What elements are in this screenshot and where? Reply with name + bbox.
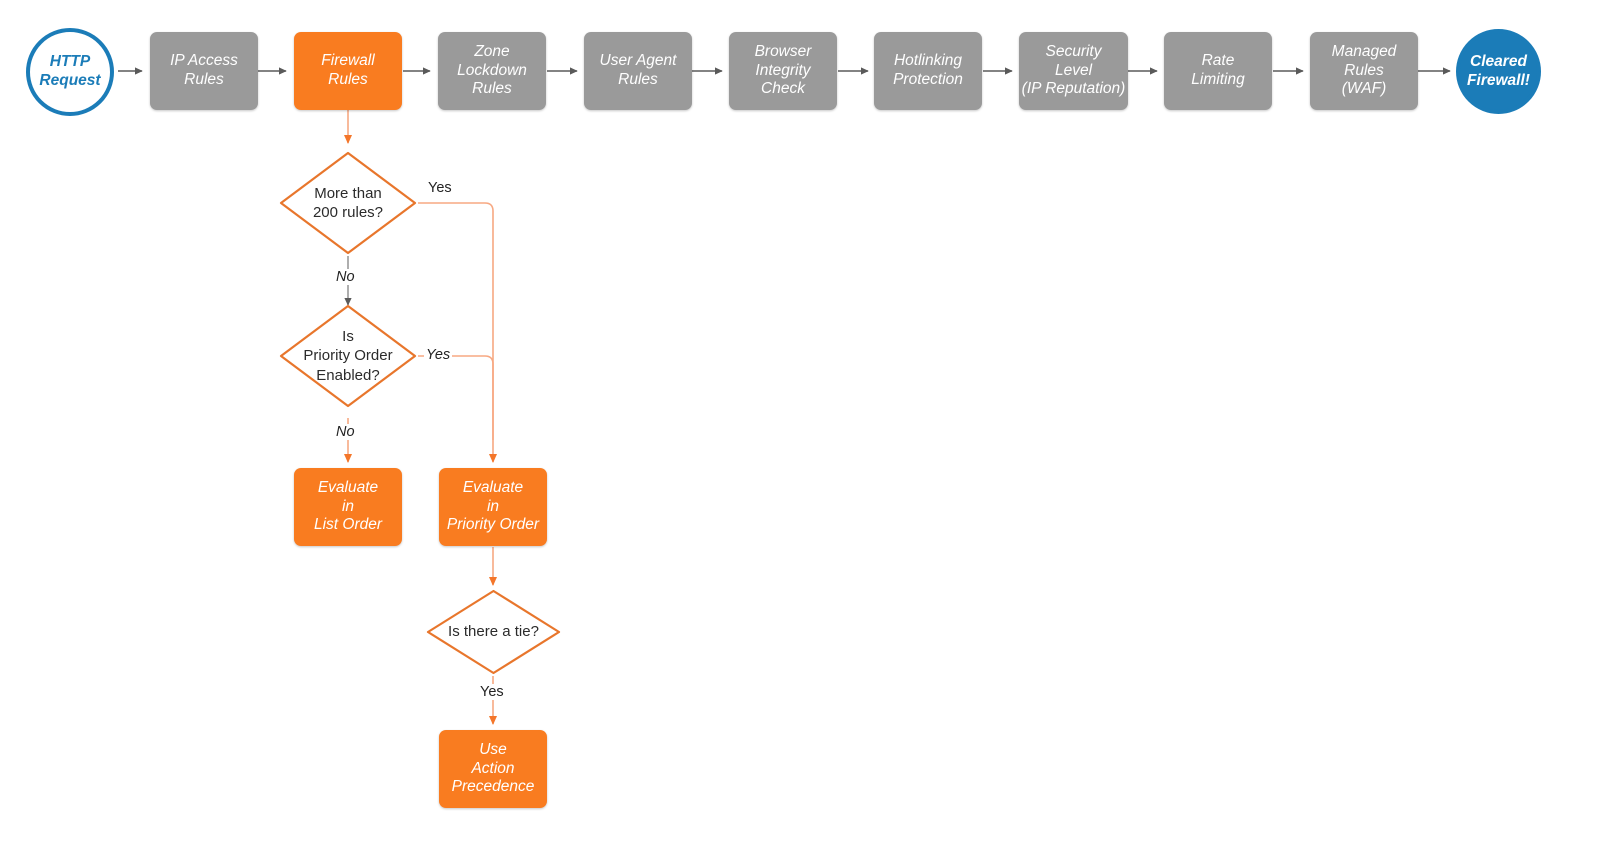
edge-label-no-2: No xyxy=(334,424,357,440)
edge-label-yes-1: Yes xyxy=(426,180,454,196)
decision-label: Is there a tie? xyxy=(448,623,539,641)
edge-label-yes-3: Yes xyxy=(478,684,506,700)
diamond-shape xyxy=(279,304,417,408)
diamond-shape xyxy=(426,589,561,675)
edge-label-no-1: No xyxy=(334,269,357,285)
edge-label-yes-2: Yes xyxy=(424,347,453,363)
diamond-shape xyxy=(279,151,417,255)
decision-is-there-a-tie[interactable]: Is there a tie? xyxy=(425,588,562,676)
